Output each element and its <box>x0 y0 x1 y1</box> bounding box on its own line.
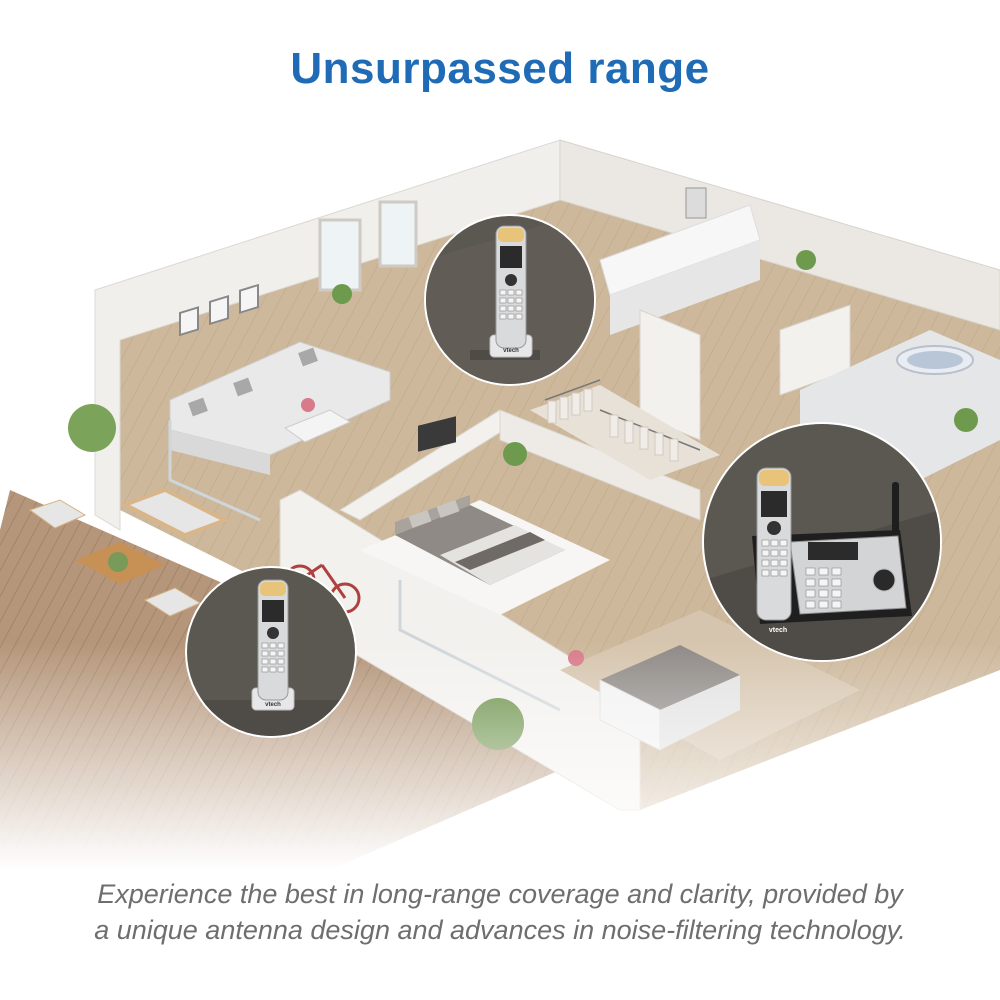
brand-label: vtech <box>265 702 281 708</box>
handset-icon: vtech <box>251 579 295 711</box>
antenna-icon <box>892 482 899 542</box>
handset-icon <box>756 467 792 621</box>
caption-line-1: Experience the best in long-range covera… <box>97 879 903 909</box>
handset-icon: vtech <box>489 225 533 358</box>
brand-label: vtech <box>503 348 519 354</box>
caption-line-2: a unique antenna design and advances in … <box>94 915 906 945</box>
page-title: Unsurpassed range <box>290 44 710 93</box>
handset-callout-top: vtech <box>424 214 596 386</box>
base-station-icon <box>752 530 912 624</box>
brand-label: vtech <box>769 627 787 634</box>
house-floorplan-illustration: vtech vtech <box>0 110 1000 870</box>
caption: Experience the best in long-range covera… <box>40 876 960 948</box>
base-station-callout: vtech <box>702 422 942 662</box>
